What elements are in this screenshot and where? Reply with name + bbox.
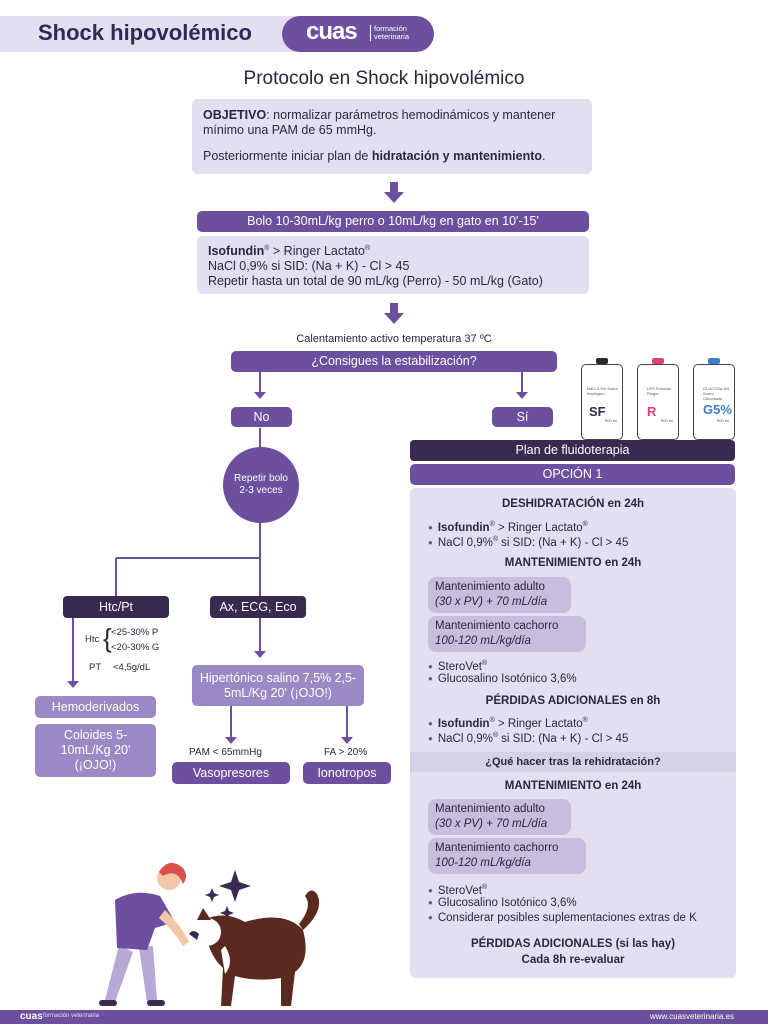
bottle-cap (596, 358, 608, 364)
mant-title: MANTENIMIENTO en 24h (504, 557, 642, 569)
perdidas-item-iso: Isofundin® > Ringer Lactato® (428, 713, 588, 732)
bottle-body (581, 364, 623, 440)
htc-pt-label: Htc/Pt (63, 596, 169, 618)
footer-brand: cuas (20, 1011, 43, 1022)
brand-subtitle: formación veterinaria (370, 25, 434, 41)
mant2-title: MANTENIMIENTO en 24h (504, 780, 642, 792)
pt-label: PT (89, 662, 102, 673)
mant2-item-gluco: Glucosalino Isotónico 3,6% (428, 895, 577, 911)
vet-with-dog-illustration (99, 862, 320, 1006)
fluid-bottle-sf: NaCl 0,9% Suero fisiológico SF 500 ml (581, 358, 623, 440)
reevaluar-note: Cada 8h re-evaluar (521, 954, 625, 966)
mant-adulto-pill: Mantenimiento adulto(30 x PV) + 70 mL/dí… (428, 577, 571, 613)
no-label: No (231, 407, 292, 427)
mant2-item-sterovet: SteroVet® (428, 880, 487, 899)
arrow-down-icon (384, 303, 404, 324)
bottle-label: G5% (703, 402, 732, 417)
hemoderivados-box: Hemoderivados (35, 696, 156, 718)
ax-ecg-eco-label: Ax, ECG, Eco (210, 596, 306, 618)
brand-logo: cuas (306, 18, 358, 45)
ionotropos-box: Ionotropos (303, 762, 391, 784)
mant-item-sterovet: SteroVet® (428, 656, 487, 675)
bottle-cap (652, 358, 664, 364)
arrow-down-icon (384, 182, 404, 203)
bolo-text: Isofundin® > Ringer Lactato® NaCl 0,9% s… (208, 241, 588, 289)
fa-threshold: FA > 20% (324, 747, 368, 758)
pam-threshold: PAM < 65mmHg (189, 747, 262, 758)
objective-followup: Posteriormente iniciar plan de hidrataci… (203, 149, 546, 163)
bottle-label: R (647, 404, 657, 419)
brace-icon: { (103, 623, 112, 653)
bottle-volume: 500 ml (605, 418, 618, 423)
plan-title: Plan de fluidoterapia (410, 440, 735, 461)
fluid-bottle-r: LRS Solución Ringer R 500 ml (637, 358, 679, 440)
desh-title: DESHIDRATACIÓN en 24h (501, 498, 645, 510)
htc-value-perro: <25-30% P (111, 627, 159, 638)
mant2-item-potasio: Considerar posibles suplementaciones ext… (428, 910, 697, 926)
coloides-box: Coloides 5-10mL/Kg 20' (¡OJO!) (35, 724, 156, 777)
bolo-line-repeat: Repetir hasta un total de 90 mL/kg (Perr… (208, 274, 543, 289)
bottle-volume: 500 ml (661, 418, 674, 423)
bottle-body (637, 364, 679, 440)
hipertonico-box: Hipertónico salino 7,5% 2,5-5mL/Kg 20' (… (192, 665, 364, 706)
bottle-sub: LRS Solución Ringer (647, 386, 672, 396)
bottle-sub: GLUCOSA 5% Suero Glucosado (703, 386, 730, 401)
desh-item-iso: Isofundin® > Ringer Lactato® (428, 517, 588, 536)
perdidas-item-nacl: NaCl 0,9%® si SID: (Na + K) - Cl > 45 (428, 728, 629, 747)
bottle-cap (708, 358, 720, 364)
bolo-line-nacl: NaCl 0,9% si SID: (Na + K) - Cl > 45 (208, 259, 410, 274)
footer-bar (0, 1010, 768, 1024)
htc-label: Htc (85, 634, 100, 645)
bottle-volume: 500 ml (717, 418, 730, 423)
bolo-box (197, 236, 589, 294)
repeat-bolo-text: Repetir bolo 2-3 veces (234, 473, 288, 496)
coloides-text: Coloides 5-10mL/Kg 20' (¡OJO!) (60, 728, 131, 772)
mant2-adulto-pill: Mantenimiento adulto(30 x PV) + 70 mL/dí… (428, 799, 571, 835)
bottle-body (693, 364, 735, 440)
protocol-title: Protocolo en Shock hipovolémico (243, 68, 525, 89)
objective-text: OBJETIVO: normalizar parámetros hemodiná… (203, 108, 556, 137)
sparkle-icon (219, 870, 251, 902)
page-title: Shock hipovolémico (38, 20, 252, 45)
objective-box (192, 99, 592, 174)
footer-brand-sub: formación veterinaria (43, 1013, 100, 1019)
pt-value: <4,5g/dL (113, 662, 151, 673)
hipertonico-text: Hipertónico salino 7,5% 2,5-5mL/Kg 20' (… (199, 670, 357, 700)
objective-label: OBJETIVO (203, 108, 267, 122)
vasopresores-box: Vasopresores (172, 762, 290, 784)
bottle-label: SF (589, 404, 606, 419)
warming-note: Calentamiento activo temperatura 37 ºC (296, 333, 492, 345)
bottle-sub: NaCl 0,9% Suero fisiológico (587, 386, 618, 396)
mant-item-gluco: Glucosalino Isotónico 3,6% (428, 671, 577, 687)
htc-value-gato: <20-30% G (111, 642, 160, 653)
bolo-title: Bolo 10-30mL/kg perro o 10mL/kg en gato … (197, 211, 589, 232)
repeat-bolo-circle: Repetir bolo 2-3 veces (223, 447, 299, 523)
option-label: OPCIÓN 1 (410, 464, 735, 485)
footer-url: www.cuasveterinaria.es (650, 1012, 735, 1021)
fluid-bottle-g5: GLUCOSA 5% Suero Glucosado G5% 500 ml (693, 358, 735, 440)
desh-item-nacl: NaCl 0,9%® si SID: (Na + K) - Cl > 45 (428, 532, 629, 551)
brand-badge (282, 16, 434, 52)
perdidas-title: PÉRDIDAS ADICIONALES en 8h (485, 695, 661, 707)
que-hacer-banner: ¿Qué hacer tras la rehidratación? (410, 752, 736, 772)
stabilization-question: ¿Consigues la estabilización? (231, 351, 557, 372)
perdidas2-title: PÉRDIDAS ADICIONALES (si las hay) (470, 938, 676, 950)
si-label: Sí (492, 407, 553, 427)
